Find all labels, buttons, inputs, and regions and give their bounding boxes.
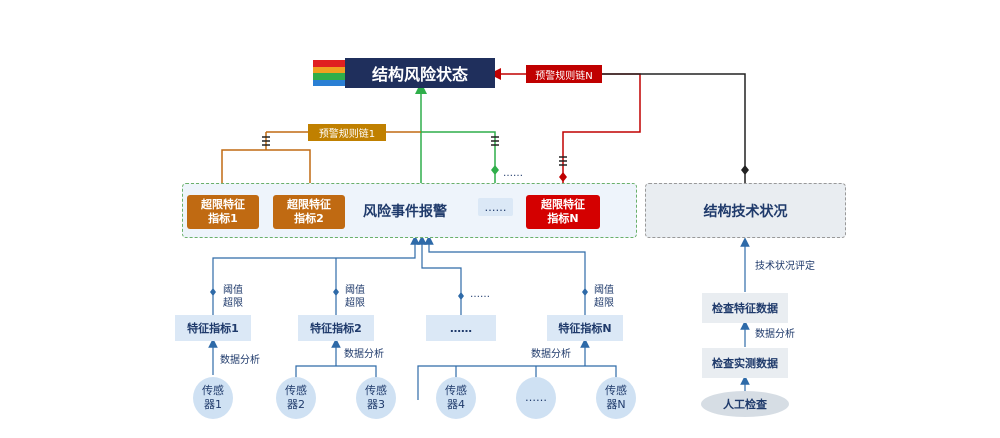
tech-eval-label: 技术状况评定: [755, 261, 815, 272]
structure-risk-status: 结构风险状态: [345, 58, 495, 88]
data-analysis-label-1: 数据分析: [220, 355, 260, 366]
sensor-4: 传感 器4: [436, 377, 476, 419]
warning-chain-n-label: 预警规则链N: [526, 65, 602, 83]
sensor-n: 传感 器N: [596, 377, 636, 419]
chain-glyph-1: [262, 136, 270, 146]
sensor-2: 传感 器2: [276, 377, 316, 419]
feature-indicator-2: 特征指标2: [298, 315, 374, 341]
chain-glyph-2: [491, 136, 499, 146]
diamond-red: [559, 172, 567, 182]
sensor-dots: ……: [516, 377, 556, 419]
data-analysis-label-2: 数据分析: [344, 349, 384, 360]
data-analysis-label-right: 数据分析: [755, 329, 795, 340]
data-analysis-label-n: 数据分析: [531, 349, 571, 360]
sensor-3: 传感 器3: [356, 377, 396, 419]
inspection-feature-data: 检查特征数据: [702, 293, 788, 323]
structure-technical-status: 结构技术状况: [645, 183, 846, 238]
threshold-label-n: 阈值 超限: [594, 285, 614, 309]
exceed-indicator-n: 超限特征 指标N: [526, 195, 600, 229]
diamond-green: [491, 165, 499, 175]
exceed-indicator-dots: ……: [478, 198, 513, 216]
stripe-green: [313, 73, 345, 80]
inspection-measured-data: 检查实测数据: [702, 348, 788, 378]
diamond-black: [741, 165, 749, 175]
chain-mid-dots: ……: [503, 168, 523, 179]
threshold-label-2: 阈值 超限: [345, 285, 365, 309]
feature-indicator-dots: ……: [426, 315, 496, 341]
stripe-orange: [313, 66, 345, 73]
threshold-label-1: 阈值 超限: [223, 285, 243, 309]
stripe-blue: [313, 79, 345, 86]
legend-color-stripes: [313, 60, 345, 86]
risk-event-alarm-title: 风险事件报警: [363, 204, 447, 220]
stripe-red: [313, 60, 345, 67]
exceed-indicator-1: 超限特征 指标1: [187, 195, 259, 229]
feature-indicator-1: 特征指标1: [175, 315, 251, 341]
warning-chain-1-label: 预警规则链1: [308, 124, 386, 141]
manual-inspection: 人工检查: [701, 391, 789, 417]
black-link-tech: [602, 73, 746, 183]
chain-glyph-n: [559, 156, 567, 166]
threshold-dots: ……: [470, 289, 490, 300]
red-chain-n: [562, 73, 641, 195]
feature-indicator-n: 特征指标N: [547, 315, 623, 341]
sensor-1: 传感 器1: [193, 377, 233, 419]
exceed-indicator-2: 超限特征 指标2: [273, 195, 345, 229]
